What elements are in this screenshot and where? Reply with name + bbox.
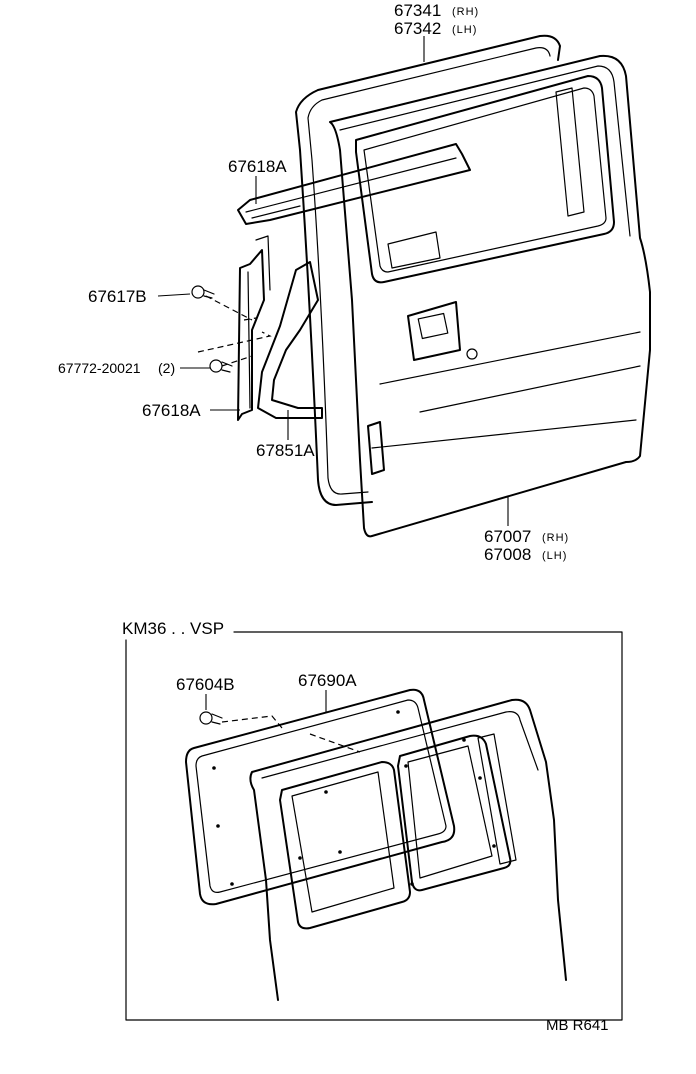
door-weatherstrip [295,34,561,506]
clip-67604b [199,711,213,725]
window-board [185,688,456,906]
board-fastener-dots [212,710,496,886]
door-outer-panel [329,54,651,538]
inset-title: KM36 . . VSP [122,619,224,638]
label-67617b: 67617B [88,287,147,306]
label-67341-side: (RH) [452,6,479,18]
window-board-inner [195,699,447,893]
dashed-assembly-lines [197,295,272,367]
lower-rail [237,249,265,421]
bolt-67772 [209,359,223,373]
door-handle [417,312,449,340]
label-67772: 67772-20021 [58,360,141,376]
leader-67617b [157,293,191,297]
door-weatherstrip-inner [307,47,551,495]
label-67618a-top: 67618A [228,157,287,176]
door-lock-cylinder [466,348,478,360]
bolt-67617b [191,285,205,299]
diagram-reference: MB R641 [546,1017,609,1034]
inset-door-panel [249,698,567,1001]
door-service-hole [387,231,441,269]
clip-67604b-shank [211,713,223,725]
door-window-glass [363,87,607,273]
label-67604b: 67604B [176,675,235,694]
label-67007: 67007 [484,527,531,546]
lower-rail-inner [247,235,271,409]
label-67008: 67008 [484,545,531,564]
label-67341: 67341 [394,1,441,20]
label-67772-qty: (2) [158,360,175,376]
upper-rail [237,143,471,225]
door-hinge [367,421,385,475]
bolt-67772-shank [221,361,233,373]
inset-frame [125,631,623,1021]
inset-dashed-lines [221,715,361,753]
inset-window-right-inner [407,745,493,879]
label-67690a: 67690A [298,671,357,690]
door-lower-crease [371,331,641,449]
inset-window-right [397,734,512,892]
label-67007-side: (RH) [542,532,569,544]
bolt-67617b-shank [203,289,215,299]
upper-rail-inner [245,157,457,219]
window-channel [555,87,585,217]
inset-window-left [279,761,411,930]
inset-door-panel-inner [261,711,539,779]
door-handle-recess [407,301,461,361]
label-67342-side: (LH) [452,24,477,36]
inset-channel [477,733,517,865]
label-67008-side: (LH) [542,550,567,562]
door-panel-edge [339,65,631,237]
label-67618a-bottom: 67618A [142,401,201,420]
roller-arm [257,261,323,419]
inset-window-left-inner [291,771,395,913]
label-67342: 67342 [394,19,441,38]
label-67851a: 67851A [256,441,315,460]
door-window-frame [355,75,615,284]
